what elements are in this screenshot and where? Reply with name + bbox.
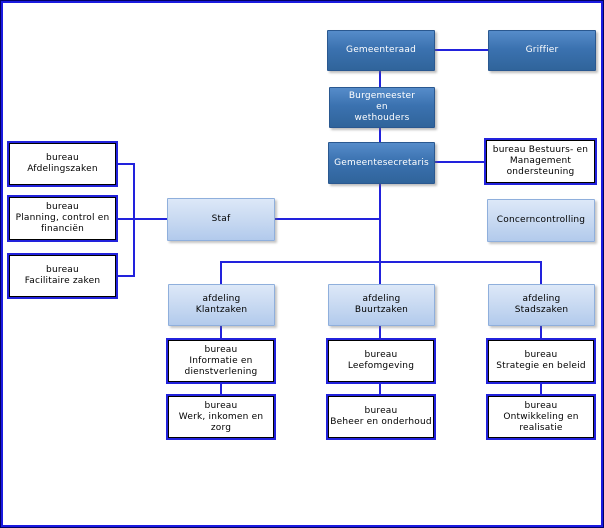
node-concerncontrolling: Concerncontrolling <box>487 199 595 242</box>
connector-gemeenteraad-griffier <box>435 49 488 51</box>
node-burgemeester-en-wethouders: Burgemeester en wethouders <box>329 87 435 128</box>
node-afdeling-klantzaken: afdeling Klantzaken <box>168 284 275 326</box>
node-afdeling-buurtzaken: afdeling Buurtzaken <box>328 284 435 326</box>
node-bureau-facilitaire-zaken: bureau Facilitaire zaken <box>7 253 118 299</box>
connector-drop-stadszaken <box>540 261 542 284</box>
node-bureau-leefomgeving: bureau Leefomgeving <box>326 338 436 384</box>
node-gemeenteraad: Gemeenteraad <box>327 30 435 71</box>
connector-trunk-vertical <box>379 184 381 284</box>
connector-strategie-ontwikkeling <box>540 382 542 396</box>
node-bureau-afdelingszaken: bureau Afdelingszaken <box>7 141 118 187</box>
connector-stub-afdelingszaken <box>116 163 135 165</box>
connector-burgemeester-secretaris <box>379 128 381 142</box>
connector-branch-horizontal <box>220 261 542 263</box>
connector-gemeenteraad-burgemeester <box>379 71 381 87</box>
node-bureau-planning-control-financien: bureau Planning, control en financiën <box>7 195 118 242</box>
connector-left-spine <box>133 163 135 277</box>
connector-leefomgeving-beheer <box>379 382 381 396</box>
node-afdeling-stadszaken: afdeling Stadszaken <box>488 284 595 326</box>
node-bureau-ontwikkeling-realisatie: bureau Ontwikkeling en realisatie <box>486 394 596 440</box>
node-bureau-informatie-dienstverlening: bureau Informatie en dienstverlening <box>166 338 276 384</box>
connector-stadszaken-strategie <box>540 326 542 340</box>
connector-secretaris-bestuursondersteuning <box>435 161 486 163</box>
connector-buurtzaken-leefomgeving <box>379 326 381 340</box>
node-bureau-beheer-onderhoud: bureau Beheer en onderhoud <box>326 394 436 440</box>
node-bureau-bestuurs-management: bureau Bestuurs- en Management ondersteu… <box>484 138 597 185</box>
connector-planning-staf <box>116 218 167 220</box>
node-bureau-strategie-beleid: bureau Strategie en beleid <box>486 338 596 384</box>
connector-staf-trunk <box>275 218 381 220</box>
connector-drop-klantzaken <box>220 261 222 284</box>
connector-stub-facilitaire <box>116 275 135 277</box>
node-bureau-werk-inkomen-zorg: bureau Werk, inkomen en zorg <box>166 394 276 440</box>
node-gemeentesecretaris: Gemeentesecretaris <box>328 142 435 184</box>
connector-informatie-werk <box>220 382 222 396</box>
node-staf: Staf <box>167 198 275 241</box>
connector-klantzaken-informatie <box>220 326 222 340</box>
node-griffier: Griffier <box>488 30 596 71</box>
